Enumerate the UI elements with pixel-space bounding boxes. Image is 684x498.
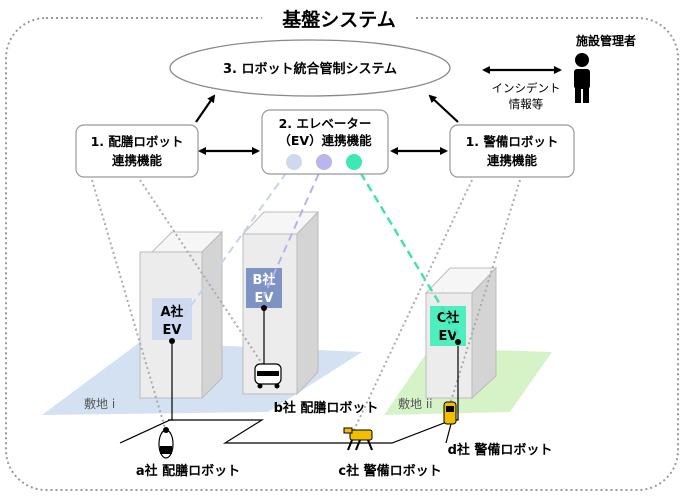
ev-a-node <box>169 338 175 344</box>
ev-b-label-box <box>246 268 282 308</box>
ev-b-connection <box>263 161 325 297</box>
security-link-box <box>449 124 575 178</box>
elevator-link-line2: （EV）連携機能 <box>278 133 372 148</box>
site-ii-label: 敷地 ii <box>398 396 432 411</box>
delivery-link-line1: 1. 配膳ロボット <box>91 134 184 149</box>
security-robot-c-icon <box>343 427 373 451</box>
security-link-line2: 連携機能 <box>487 153 538 168</box>
person-icon <box>574 53 590 103</box>
elevator-link-line1: 2. エレベーター <box>279 116 372 131</box>
robot-d-label: d社 警備ロボット <box>448 442 553 458</box>
ev-a-indicator-dot <box>286 154 302 170</box>
integrated-system-label: 3. ロボット統合管制システム <box>223 61 397 77</box>
ev-c-label-line2: EV <box>439 329 458 344</box>
security-robot-d-icon <box>443 401 457 425</box>
title-backdrop <box>262 4 416 32</box>
delivery-robot-b-icon <box>254 363 282 389</box>
delivery-robot-a-icon <box>158 427 174 459</box>
ev-b-indicator-dot <box>316 154 332 170</box>
ev-a-label-box <box>152 298 192 340</box>
incident-info-line1: インシデント <box>492 81 561 95</box>
ev-c-node <box>455 339 461 345</box>
robot-c-label: c社 警備ロボット <box>338 463 441 479</box>
incident-info-line2: 情報等 <box>509 97 544 111</box>
ev-b-label-line1: B社 <box>253 272 276 288</box>
robot-link-dotted-lines <box>91 179 521 431</box>
security-link-line1: 1. 警備ロボット <box>466 134 559 149</box>
ev-c-label-box <box>430 306 466 346</box>
ev-a-label-line1: A社 <box>160 304 183 320</box>
integrated-system-ellipse <box>169 39 451 97</box>
arrows <box>195 66 562 155</box>
ev-c-connection <box>352 161 460 335</box>
ev-b-node <box>261 305 267 311</box>
ev-a-connection <box>171 161 295 333</box>
diagram-title: 基盤システム <box>281 8 395 31</box>
ev-b-label-line2: EV <box>255 291 274 306</box>
robot-a-label: a社 配膳ロボット <box>136 463 240 479</box>
delivery-link-box <box>75 124 199 178</box>
site-i-label: 敷地 i <box>84 396 115 411</box>
ev-c-indicator-dot <box>346 154 362 170</box>
delivery-link-line2: 連携機能 <box>112 153 163 168</box>
building-a <box>139 230 224 400</box>
robot-b-label: b社 配膳ロボット <box>274 400 379 416</box>
facility-manager-label: 施設管理者 <box>576 33 636 48</box>
